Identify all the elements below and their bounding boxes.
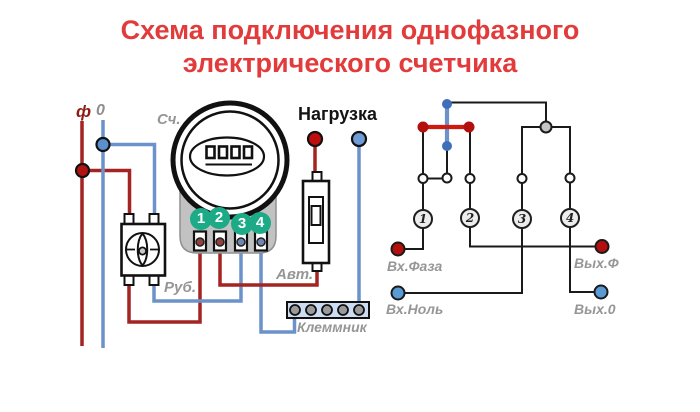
circuit-breaker: [301, 171, 331, 272]
switch-label: Руб.: [164, 279, 196, 296]
terminal-block-label: Клеммник: [297, 319, 367, 335]
electric-meter: [170, 100, 290, 254]
meter-digit-windows: [205, 145, 254, 160]
meter-to-breaker-phase-wire: [218, 249, 319, 287]
page-title: Схема подключения однофазного электричес…: [0, 14, 700, 80]
sch-gray-junction: [539, 120, 553, 134]
meter-to-terminal-block-wire: [259, 249, 297, 334]
load-label: Нагрузка: [298, 104, 378, 124]
input-neutral-label: Вх.Ноль: [386, 301, 444, 317]
sch-terminal-3: 3: [512, 209, 532, 229]
output-phase-dot: [594, 239, 610, 254]
neutral-junction-dot: [95, 136, 111, 153]
output-neutral-dot: [593, 284, 609, 300]
terminal-block-screw-5: [353, 304, 365, 316]
sch-phase-jumper-dot-left: [417, 121, 429, 133]
sch-neutral-jumper-dot-top: [442, 99, 452, 109]
input-phase-dot: [390, 241, 406, 257]
switch-axis-dot: [137, 246, 147, 256]
sch-top-link: [447, 101, 547, 121]
sch-input-neutral-wire: [404, 228, 523, 294]
meter-digit-2: [217, 145, 229, 160]
breaker-label: Авт.: [276, 266, 314, 283]
phase-feed-label: ф: [76, 102, 92, 121]
switch-to-meter-neutral-wire: [152, 249, 243, 303]
meter-digit-1: [205, 145, 216, 160]
meter-terminal-badge-3: 3: [231, 213, 253, 235]
input-neutral-dot: [390, 285, 406, 301]
phase-junction-dot: [74, 162, 91, 179]
neutral-feed-label: 0: [96, 102, 105, 119]
terminal-block-screw-2: [305, 304, 317, 316]
breaker-toggle: [310, 205, 322, 226]
terminal-block-screw-1: [289, 304, 301, 316]
output-phase-label: Вых.Ф: [574, 255, 619, 271]
terminal-block-screw-3: [321, 304, 333, 316]
sch-output-neutral-wire: [569, 227, 595, 293]
meter-terminal-badge-2: 2: [208, 207, 230, 229]
sch-neutral-bracket: [521, 126, 571, 174]
sch-neutral-jumper-dot-bottom: [442, 141, 452, 151]
meter-digit-3: [230, 145, 241, 160]
meter-terminal-3-dot: [236, 237, 246, 247]
page-title-line-1: Схема подключения однофазного: [120, 15, 580, 45]
switch-to-meter-phase-wire: [127, 249, 202, 324]
meter-terminal-2-dot: [215, 237, 225, 247]
sch-contact-b: [441, 172, 453, 184]
meter-terminal-4-dot: [256, 237, 266, 247]
meter-label: Сч.: [157, 111, 181, 128]
knife-switch: [120, 213, 167, 286]
sch-contact-a: [417, 173, 429, 184]
terminal-block-screw-4: [337, 304, 349, 316]
meter-terminal-badge-4: 4: [249, 212, 271, 234]
meter-digit-4: [242, 145, 254, 160]
meter-terminal-1-dot: [195, 237, 205, 247]
sch-phase-jumper-dot-right: [463, 121, 475, 133]
load-phase-terminal-dot: [306, 130, 324, 148]
phase-branch-wire: [82, 168, 132, 221]
sch-input-phase-wire: [404, 228, 424, 250]
left-diagram-wires: [80, 120, 361, 348]
sch-contact-d: [516, 173, 528, 184]
sch-contacts: [417, 172, 576, 184]
sch-terminal-4: 4: [560, 208, 580, 228]
sch-terminal-2: 2: [460, 208, 480, 228]
sch-output-phase-wire: [469, 227, 596, 248]
load-neutral-terminal-dot: [350, 130, 368, 148]
output-neutral-label: Вых.0: [574, 301, 616, 317]
input-phase-label: Вх.Фаза: [387, 258, 443, 274]
sch-terminal-1: 1: [413, 209, 433, 229]
terminal-block: [286, 301, 370, 319]
page-title-line-2: электрического счетчика: [182, 48, 518, 78]
sch-contact-c: [464, 173, 476, 184]
neutral-branch-wire: [103, 142, 157, 221]
meter-terminal-badge-1: 1: [190, 208, 212, 230]
sch-contact-e: [564, 172, 576, 184]
